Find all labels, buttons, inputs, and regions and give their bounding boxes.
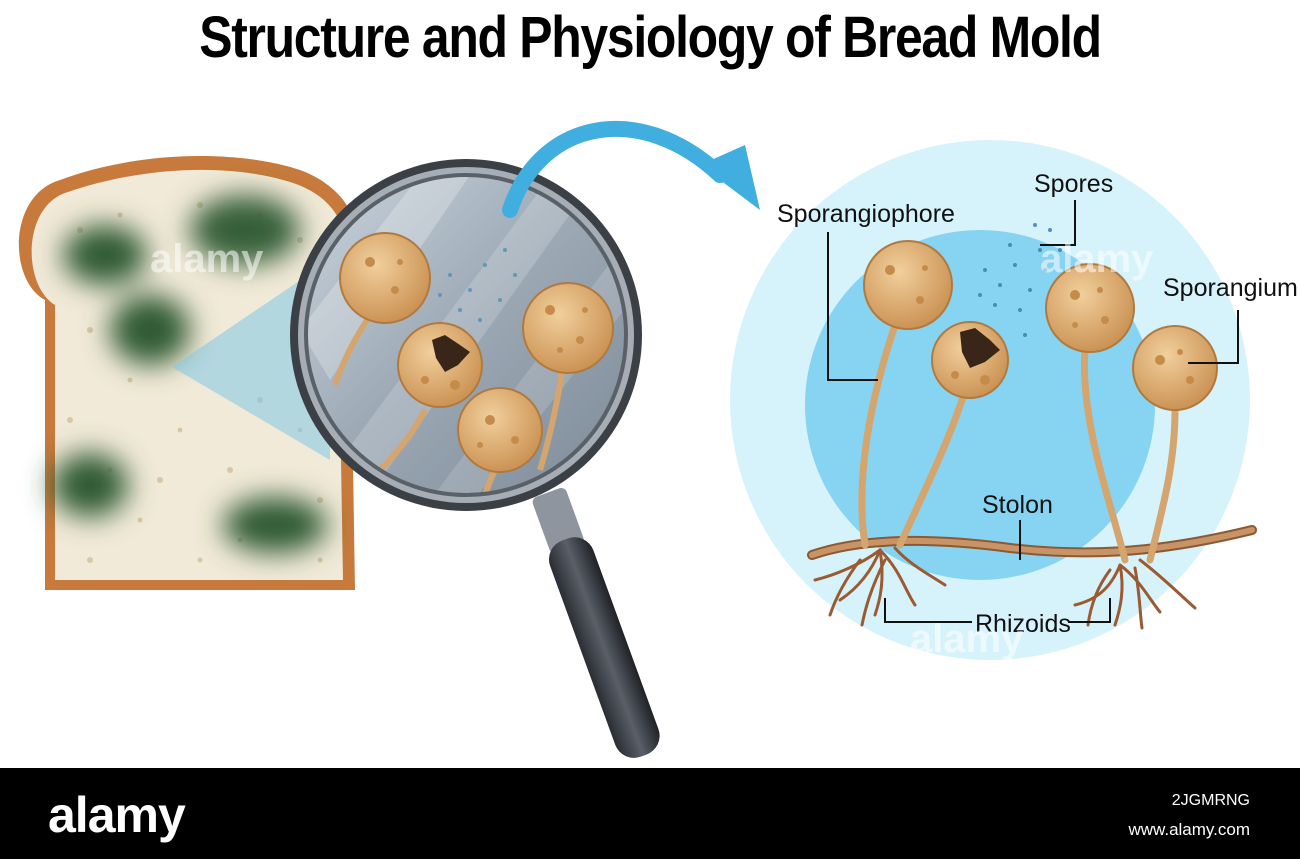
mold-patches bbox=[52, 195, 327, 553]
label-sporangiophore: Sporangiophore bbox=[777, 200, 955, 228]
footer-image-id: 2JGMRNG bbox=[1171, 792, 1250, 809]
magnified-mold bbox=[332, 232, 614, 495]
magnifier-neck bbox=[532, 488, 584, 554]
label-sporangium: Sporangium bbox=[1163, 274, 1298, 302]
rhizoids-right bbox=[1073, 558, 1197, 630]
footer-bar: alamy 2JGMRNG www.alamy.com bbox=[0, 768, 1300, 859]
rhizoids-left bbox=[813, 546, 947, 627]
magnifier-beam bbox=[172, 260, 330, 460]
watermark: alamy bbox=[1040, 237, 1154, 281]
sporangiophores bbox=[858, 321, 1179, 564]
magnifying-glass-icon bbox=[290, 159, 660, 758]
mold-structure bbox=[807, 223, 1257, 630]
label-stolon: Stolon bbox=[982, 491, 1053, 519]
watermark: alamy bbox=[910, 617, 1024, 661]
footer-url: www.alamy.com bbox=[1128, 820, 1250, 839]
label-rhizoids: Rhizoids bbox=[975, 610, 1071, 638]
curved-arrow-icon bbox=[502, 121, 760, 218]
footer-logo: alamy bbox=[48, 787, 186, 843]
page-title: Structure and Physiology of Bread Mold bbox=[199, 5, 1102, 70]
sporangia bbox=[863, 240, 1218, 411]
bread-slice bbox=[18, 156, 359, 591]
magnifier-handle bbox=[548, 537, 660, 758]
callout-lines bbox=[827, 200, 1239, 623]
label-spores: Spores bbox=[1034, 170, 1113, 198]
watermark: alamy bbox=[150, 237, 264, 281]
spores bbox=[978, 223, 1062, 337]
